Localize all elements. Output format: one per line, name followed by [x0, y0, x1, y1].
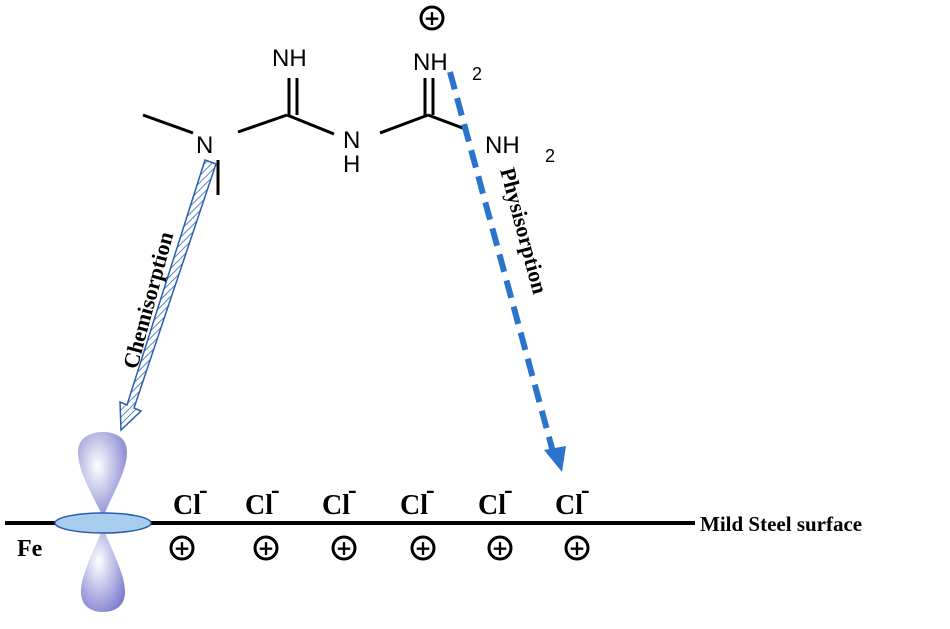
svg-text:Cl: Cl [555, 490, 583, 521]
ion-pair: Cl- + [555, 475, 590, 561]
svg-text:-: - [581, 475, 590, 504]
svg-text:Cl: Cl [173, 490, 201, 521]
amine-nh2: NH [485, 132, 520, 159]
amine-n: N [196, 132, 213, 159]
ion-pair: Cl- + [322, 475, 357, 561]
svg-text:-: - [199, 475, 208, 504]
ion-row: Cl- + Cl- + Cl- + Cl- + Cl- + Cl- + [169, 475, 590, 561]
svg-text:+: + [569, 536, 586, 560]
bridge-n: N [343, 127, 360, 154]
svg-text:2: 2 [472, 64, 482, 84]
surface-label: Mild Steel surface [700, 512, 862, 536]
svg-text:+: + [336, 536, 353, 560]
ion-pair: Cl- + [245, 475, 280, 561]
cation-icon: + [487, 535, 513, 561]
bridge-h: H [343, 151, 360, 178]
imine-nh: NH [272, 45, 307, 72]
cation-icon: + [253, 535, 279, 561]
svg-text:-: - [271, 475, 280, 504]
positive-charge-icon: + [419, 5, 445, 31]
cation-icon: + [331, 535, 357, 561]
svg-text:Cl: Cl [245, 490, 273, 521]
fe-label: Fe [17, 536, 43, 562]
svg-text:+: + [424, 6, 441, 30]
svg-text:Cl: Cl [322, 490, 350, 521]
svg-text:2: 2 [545, 146, 555, 166]
chemisorption-arrow [119, 159, 217, 432]
svg-text:+: + [492, 536, 509, 560]
cation-icon: + [410, 535, 436, 561]
svg-text:+: + [415, 536, 432, 560]
ion-pair: Cl- + [169, 475, 208, 561]
cation-icon: + [564, 535, 590, 561]
physisorption-label: Physisorption [495, 165, 553, 297]
protonated-nh2: NH [413, 49, 448, 76]
molecule-bonds [142, 78, 469, 195]
ion-pair: Cl- + [400, 475, 436, 561]
svg-text:-: - [348, 475, 357, 504]
ion-pair: Cl- + [478, 475, 513, 561]
svg-text:+: + [258, 536, 275, 560]
svg-text:Cl: Cl [400, 490, 428, 521]
svg-text:Cl: Cl [478, 490, 506, 521]
physisorption-arrow [447, 71, 566, 472]
cation-icon: + [169, 535, 195, 561]
svg-text:-: - [426, 475, 435, 504]
molecule-atoms: N NH N H NH 2 NH 2 + [196, 5, 555, 178]
svg-text:-: - [504, 475, 513, 504]
fe-orbital [54, 432, 152, 612]
svg-text:+: + [174, 536, 191, 560]
